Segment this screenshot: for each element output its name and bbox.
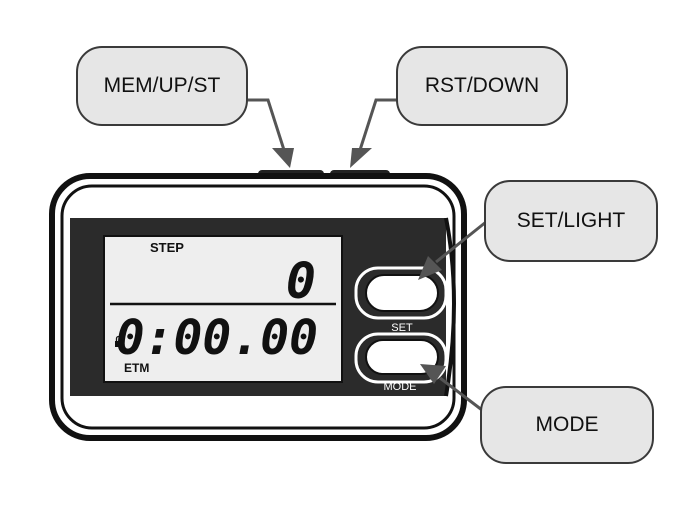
callout-mode-label: MODE (535, 413, 599, 436)
mode-button[interactable] (365, 339, 439, 375)
leader-mode (420, 364, 483, 412)
callout-rst-down-label: RST/DOWN (424, 74, 540, 97)
callout-mode: MODE (480, 386, 654, 464)
lcd-screen (103, 235, 343, 383)
leader-rst (350, 98, 398, 168)
callout-set-light: SET/LIGHT (484, 180, 658, 262)
callout-mem-up-st-label: MEM/UP/ST (103, 74, 221, 97)
time-value: 0:00.00 (116, 310, 318, 366)
mode-button-label: MODE (384, 381, 417, 393)
callout-mem-up-st: MEM/UP/ST (76, 46, 248, 126)
callout-rst-down: RST/DOWN (396, 46, 568, 126)
leader-set (418, 220, 487, 280)
set-button[interactable] (365, 274, 439, 312)
etm-label: ETM (124, 361, 149, 375)
step-value: 0 (286, 252, 316, 310)
set-button-label: SET (391, 322, 413, 334)
callout-set-light-label: SET/LIGHT (516, 209, 626, 232)
lock-icon (115, 335, 122, 347)
device-right-edge (444, 217, 456, 397)
step-label: STEP (150, 240, 184, 255)
leader-mem (246, 98, 294, 168)
